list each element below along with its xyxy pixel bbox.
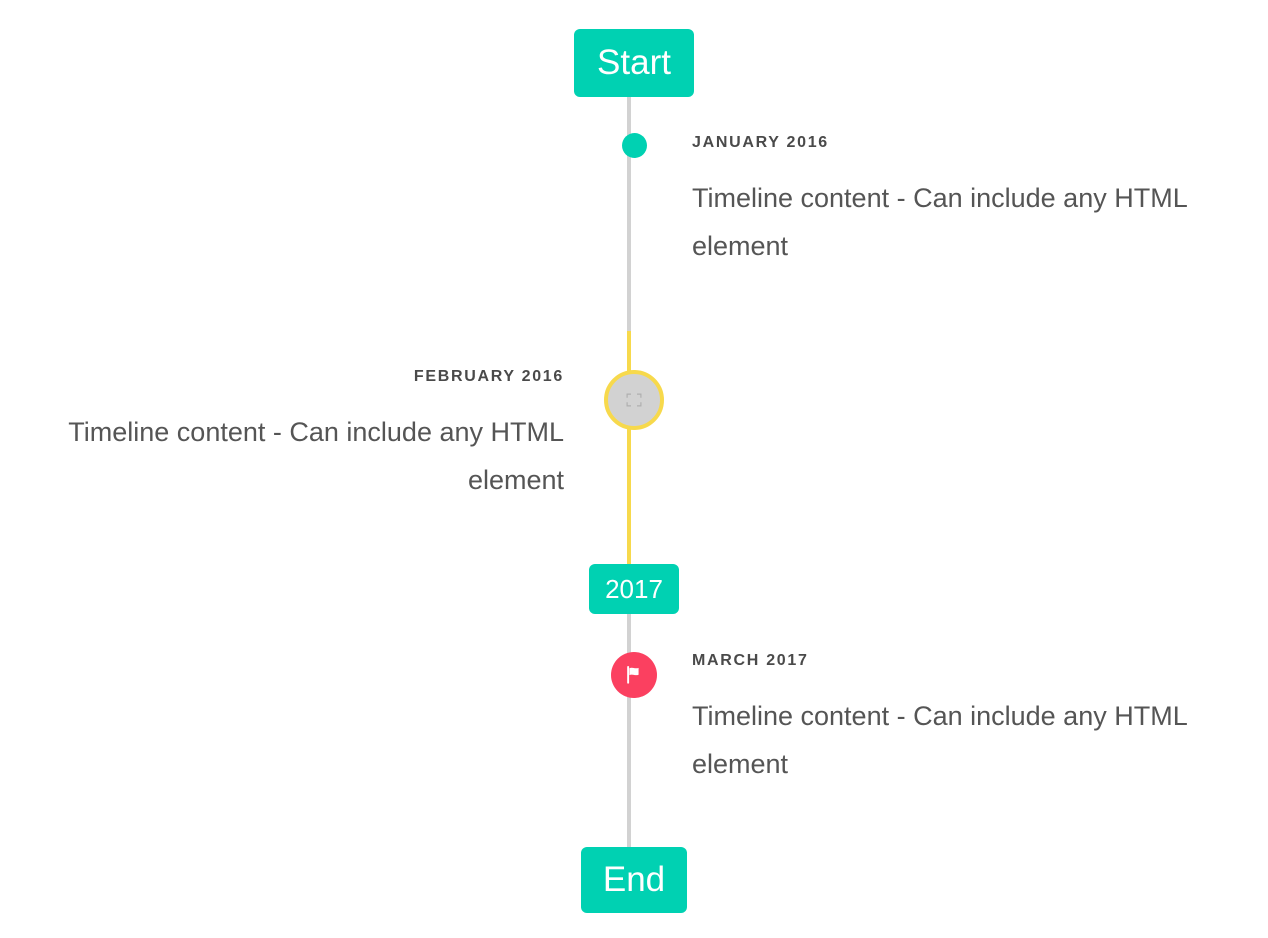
event-body-february-2016: Timeline content - Can include any HTML … — [68, 417, 564, 496]
timeline-event-february-2016: FEBRUARY 2016 Timeline content - Can inc… — [40, 368, 564, 504]
event-date-february-2016: FEBRUARY 2016 — [413, 368, 564, 385]
timeline-marker-february-2016[interactable] — [604, 370, 664, 430]
timeline-end-badge[interactable]: End — [581, 847, 687, 913]
timeline-rail-upper — [627, 97, 631, 331]
event-date-january-2016: JANUARY 2016 — [692, 134, 829, 151]
timeline-rail-highlight — [627, 331, 631, 564]
broken-image-icon — [625, 391, 643, 409]
timeline-rail-lower — [627, 614, 631, 847]
timeline-marker-january-2016[interactable] — [621, 133, 647, 158]
timeline-year-badge[interactable]: 2017 — [589, 564, 679, 614]
event-date-march-2017: MARCH 2017 — [692, 652, 809, 669]
timeline-start-badge[interactable]: Start — [574, 29, 694, 97]
flag-icon — [623, 664, 645, 686]
event-body-march-2017: Timeline content - Can include any HTML … — [692, 701, 1187, 780]
timeline-marker-march-2017[interactable] — [611, 652, 657, 698]
event-body-january-2016: Timeline content - Can include any HTML … — [692, 183, 1187, 262]
timeline-event-january-2016: JANUARY 2016 Timeline content - Can incl… — [692, 134, 1216, 270]
timeline-event-march-2017: MARCH 2017 Timeline content - Can includ… — [692, 652, 1216, 788]
